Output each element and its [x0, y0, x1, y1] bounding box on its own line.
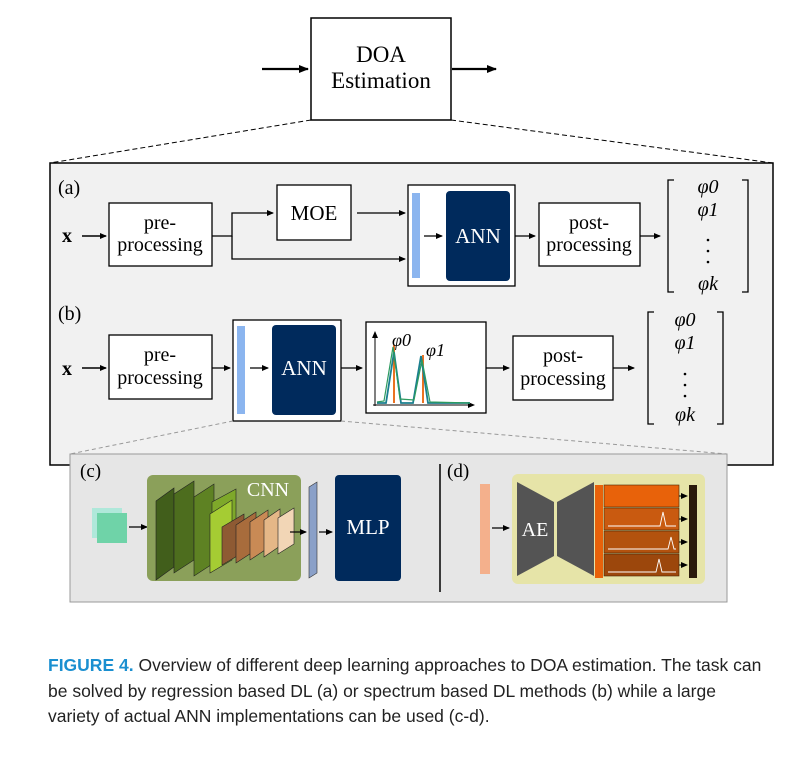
figure-caption: FIGURE 4. Overview of different deep lea…: [48, 653, 768, 730]
vector-bracket-right-b: [717, 311, 724, 425]
ann-label-a: ANN: [455, 224, 501, 248]
peak-label-phi1: φ1: [426, 340, 445, 360]
mlp-block: [335, 475, 401, 581]
ae-output-layer: [595, 485, 603, 578]
input-x-b: x: [62, 358, 72, 380]
panel-b: (b) x pre- processing ANN φ0 φ1 post- pr…: [58, 303, 724, 426]
vector-bracket-right-a: [742, 179, 749, 293]
pre-label-b1: pre-: [144, 344, 176, 366]
output-phi0-b: φ0: [674, 309, 695, 331]
ae-final-layer: [689, 485, 697, 578]
vector-bracket-left-b: [647, 311, 654, 425]
doa-estimation-block: DOA Estimation: [262, 17, 497, 121]
moe-label: MOE: [291, 201, 338, 225]
arrow-pre-ann-bypass: [231, 236, 406, 262]
moe-box: [276, 184, 352, 241]
doa-box: [310, 17, 452, 121]
panel-a-label: (a): [58, 177, 80, 199]
input-layer-b: [237, 326, 245, 414]
input-feature-front: [97, 513, 127, 543]
spectrum-curve: [377, 351, 470, 404]
encoder: [517, 482, 554, 576]
panel-c-label: (c): [80, 461, 101, 482]
zoom-line-lower-right: [340, 420, 728, 455]
panel-c: (c) CNN MLP: [80, 461, 401, 581]
output-phik-a: φk: [698, 273, 719, 295]
output-phi0-a: φ0: [697, 176, 718, 198]
arrow-pre-moe: [212, 210, 274, 237]
zoom-line-left: [49, 119, 312, 164]
ae-spectra: [603, 484, 697, 578]
flatten-layer: [308, 481, 318, 579]
doa-title-line1: DOA: [356, 42, 406, 67]
peak-label-phi0: φ0: [392, 330, 411, 350]
panel-d-label: (d): [447, 461, 469, 482]
post-label-a2: processing: [546, 234, 632, 256]
pre-label-a2: processing: [117, 234, 203, 256]
mlp-label: MLP: [346, 515, 389, 539]
postprocessing-box-a: [538, 202, 641, 267]
cnn-label: CNN: [247, 479, 289, 501]
post-label-a1: post-: [569, 212, 609, 234]
spectrum-plot: [372, 331, 475, 408]
decoder: [557, 482, 594, 576]
panel-b-label: (b): [58, 303, 81, 325]
ann-label-b: ANN: [281, 356, 327, 380]
post-label-b2: processing: [520, 368, 606, 390]
vector-bracket-left-a: [667, 179, 674, 293]
pre-label-a1: pre-: [144, 212, 176, 234]
ae-label: AE: [522, 519, 549, 541]
doa-title-line2: Estimation: [331, 68, 431, 93]
preprocessing-box-a: [108, 202, 213, 267]
ae-input-layer: [480, 484, 490, 574]
panel-a: (a) x pre- processing MOE ANN post- proc…: [58, 176, 749, 295]
output-phi1-b: φ1: [674, 332, 695, 354]
spectrum-curve-2: [376, 346, 471, 404]
output-phi1-a: φ1: [697, 199, 718, 221]
panel-d: (d) AE: [447, 461, 705, 584]
ann-block-b: [272, 325, 336, 415]
figure-label: FIGURE 4.: [48, 655, 134, 675]
post-label-b1: post-: [543, 345, 583, 367]
preprocessing-box-b: [108, 334, 213, 400]
pre-label-b2: processing: [117, 367, 203, 389]
zoom-line-right: [450, 119, 774, 164]
postprocessing-box-b: [512, 335, 614, 401]
input-x-a: x: [62, 225, 72, 247]
output-phik-b: φk: [675, 404, 696, 426]
input-layer-a: [412, 193, 420, 278]
caption-text: Overview of different deep learning appr…: [48, 655, 762, 726]
ann-block-a: [446, 191, 510, 281]
